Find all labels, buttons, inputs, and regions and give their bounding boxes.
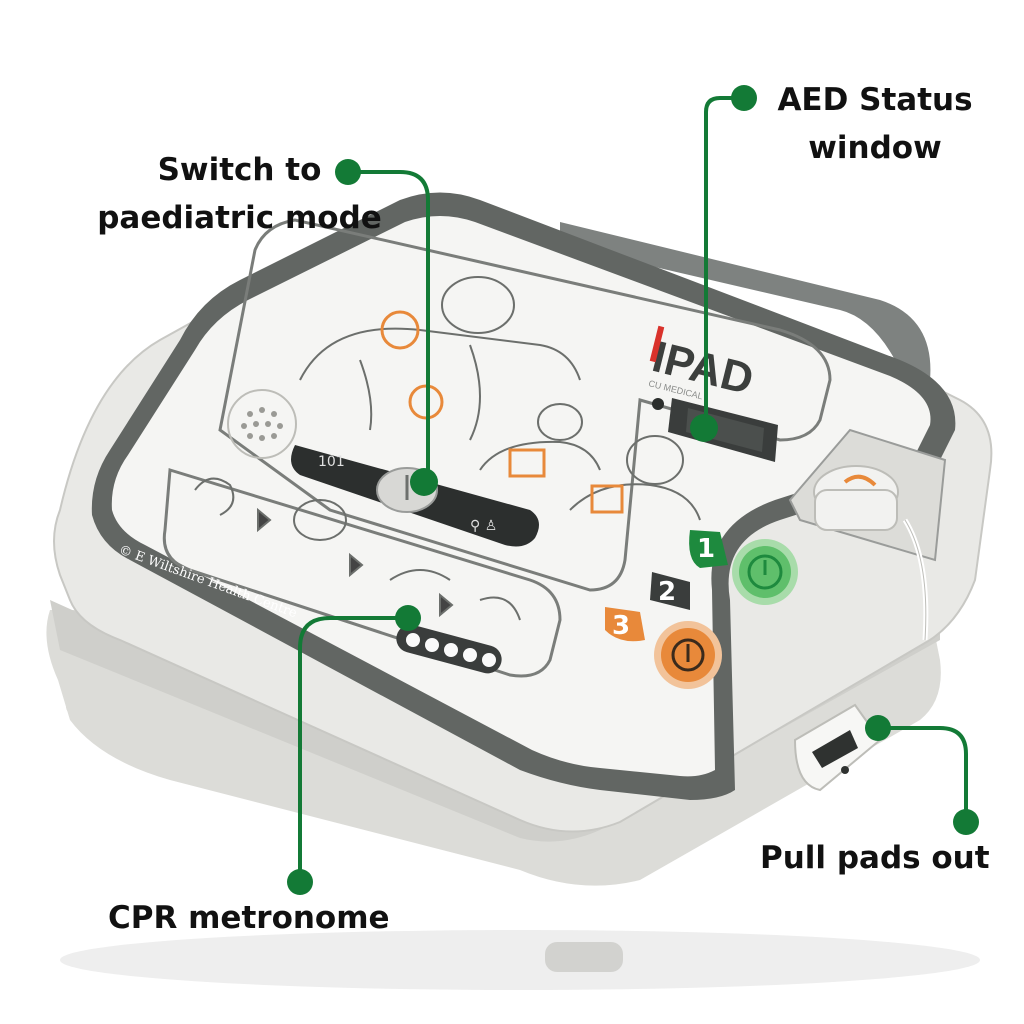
aed-status-label-line2: window xyxy=(808,130,942,166)
step-1-indicator: 1 xyxy=(689,530,728,568)
callout-line-aed-status xyxy=(704,96,742,430)
child-figure-illustration xyxy=(479,403,601,478)
pads-pull-tab[interactable] xyxy=(793,703,882,792)
paediatric-mode-label: Switch to paediatric mode xyxy=(92,146,387,242)
speaker-grille xyxy=(227,389,297,459)
callout-line-pull-pads xyxy=(878,726,968,820)
callout-dot-pull-tab xyxy=(865,715,891,741)
aed-status-window-label: AED Status window xyxy=(770,76,980,172)
aed-device: 101 ⚲ ♙ © E Wiltshire Health Centre xyxy=(46,192,993,990)
cpr-metronome-leds xyxy=(396,624,502,674)
callout-line-cpr xyxy=(298,616,408,882)
svg-text:2: 2 xyxy=(658,577,676,607)
instruction-frame xyxy=(218,218,832,592)
paediatric-label-line2: paediatric mode xyxy=(97,200,382,236)
callout-dot-aed-status xyxy=(731,85,757,111)
pads-compartment xyxy=(788,428,947,641)
switch-child-icon: ⚲ ♙ xyxy=(470,518,497,534)
callout-markers xyxy=(287,85,979,895)
shock-button[interactable] xyxy=(654,621,722,689)
power-button[interactable] xyxy=(732,539,798,605)
callout-dot-paediatric xyxy=(335,159,361,185)
svg-text:3: 3 xyxy=(612,611,630,641)
callout-dot-cpr-metronome xyxy=(395,605,421,631)
device-foot xyxy=(545,942,623,972)
callout-dot-paediatric-switch xyxy=(410,468,438,496)
callout-line-paediatric xyxy=(348,170,430,480)
aed-status-label-line1: AED Status xyxy=(777,82,973,118)
callout-lines xyxy=(298,96,968,882)
cpr-metronome-label: CPR metronome xyxy=(108,900,390,936)
paediatric-label-line1: Switch to xyxy=(157,152,322,188)
switch-adult-label: 101 xyxy=(318,454,345,470)
step-2-indicator: 2 xyxy=(650,572,690,610)
cpr-instruction-frame xyxy=(162,468,562,678)
callout-dot-pull-pads-label xyxy=(953,809,979,835)
infant-figure-illustration xyxy=(569,435,701,521)
cpr-illustrations xyxy=(194,477,521,621)
callout-dot-cpr-label xyxy=(287,869,313,895)
carry-handle xyxy=(560,222,931,380)
step-3-indicator: 3 xyxy=(605,607,645,642)
svg-text:1: 1 xyxy=(697,534,715,564)
pull-pads-out-label: Pull pads out xyxy=(760,840,990,876)
callout-dot-aed-status-window xyxy=(690,414,718,442)
